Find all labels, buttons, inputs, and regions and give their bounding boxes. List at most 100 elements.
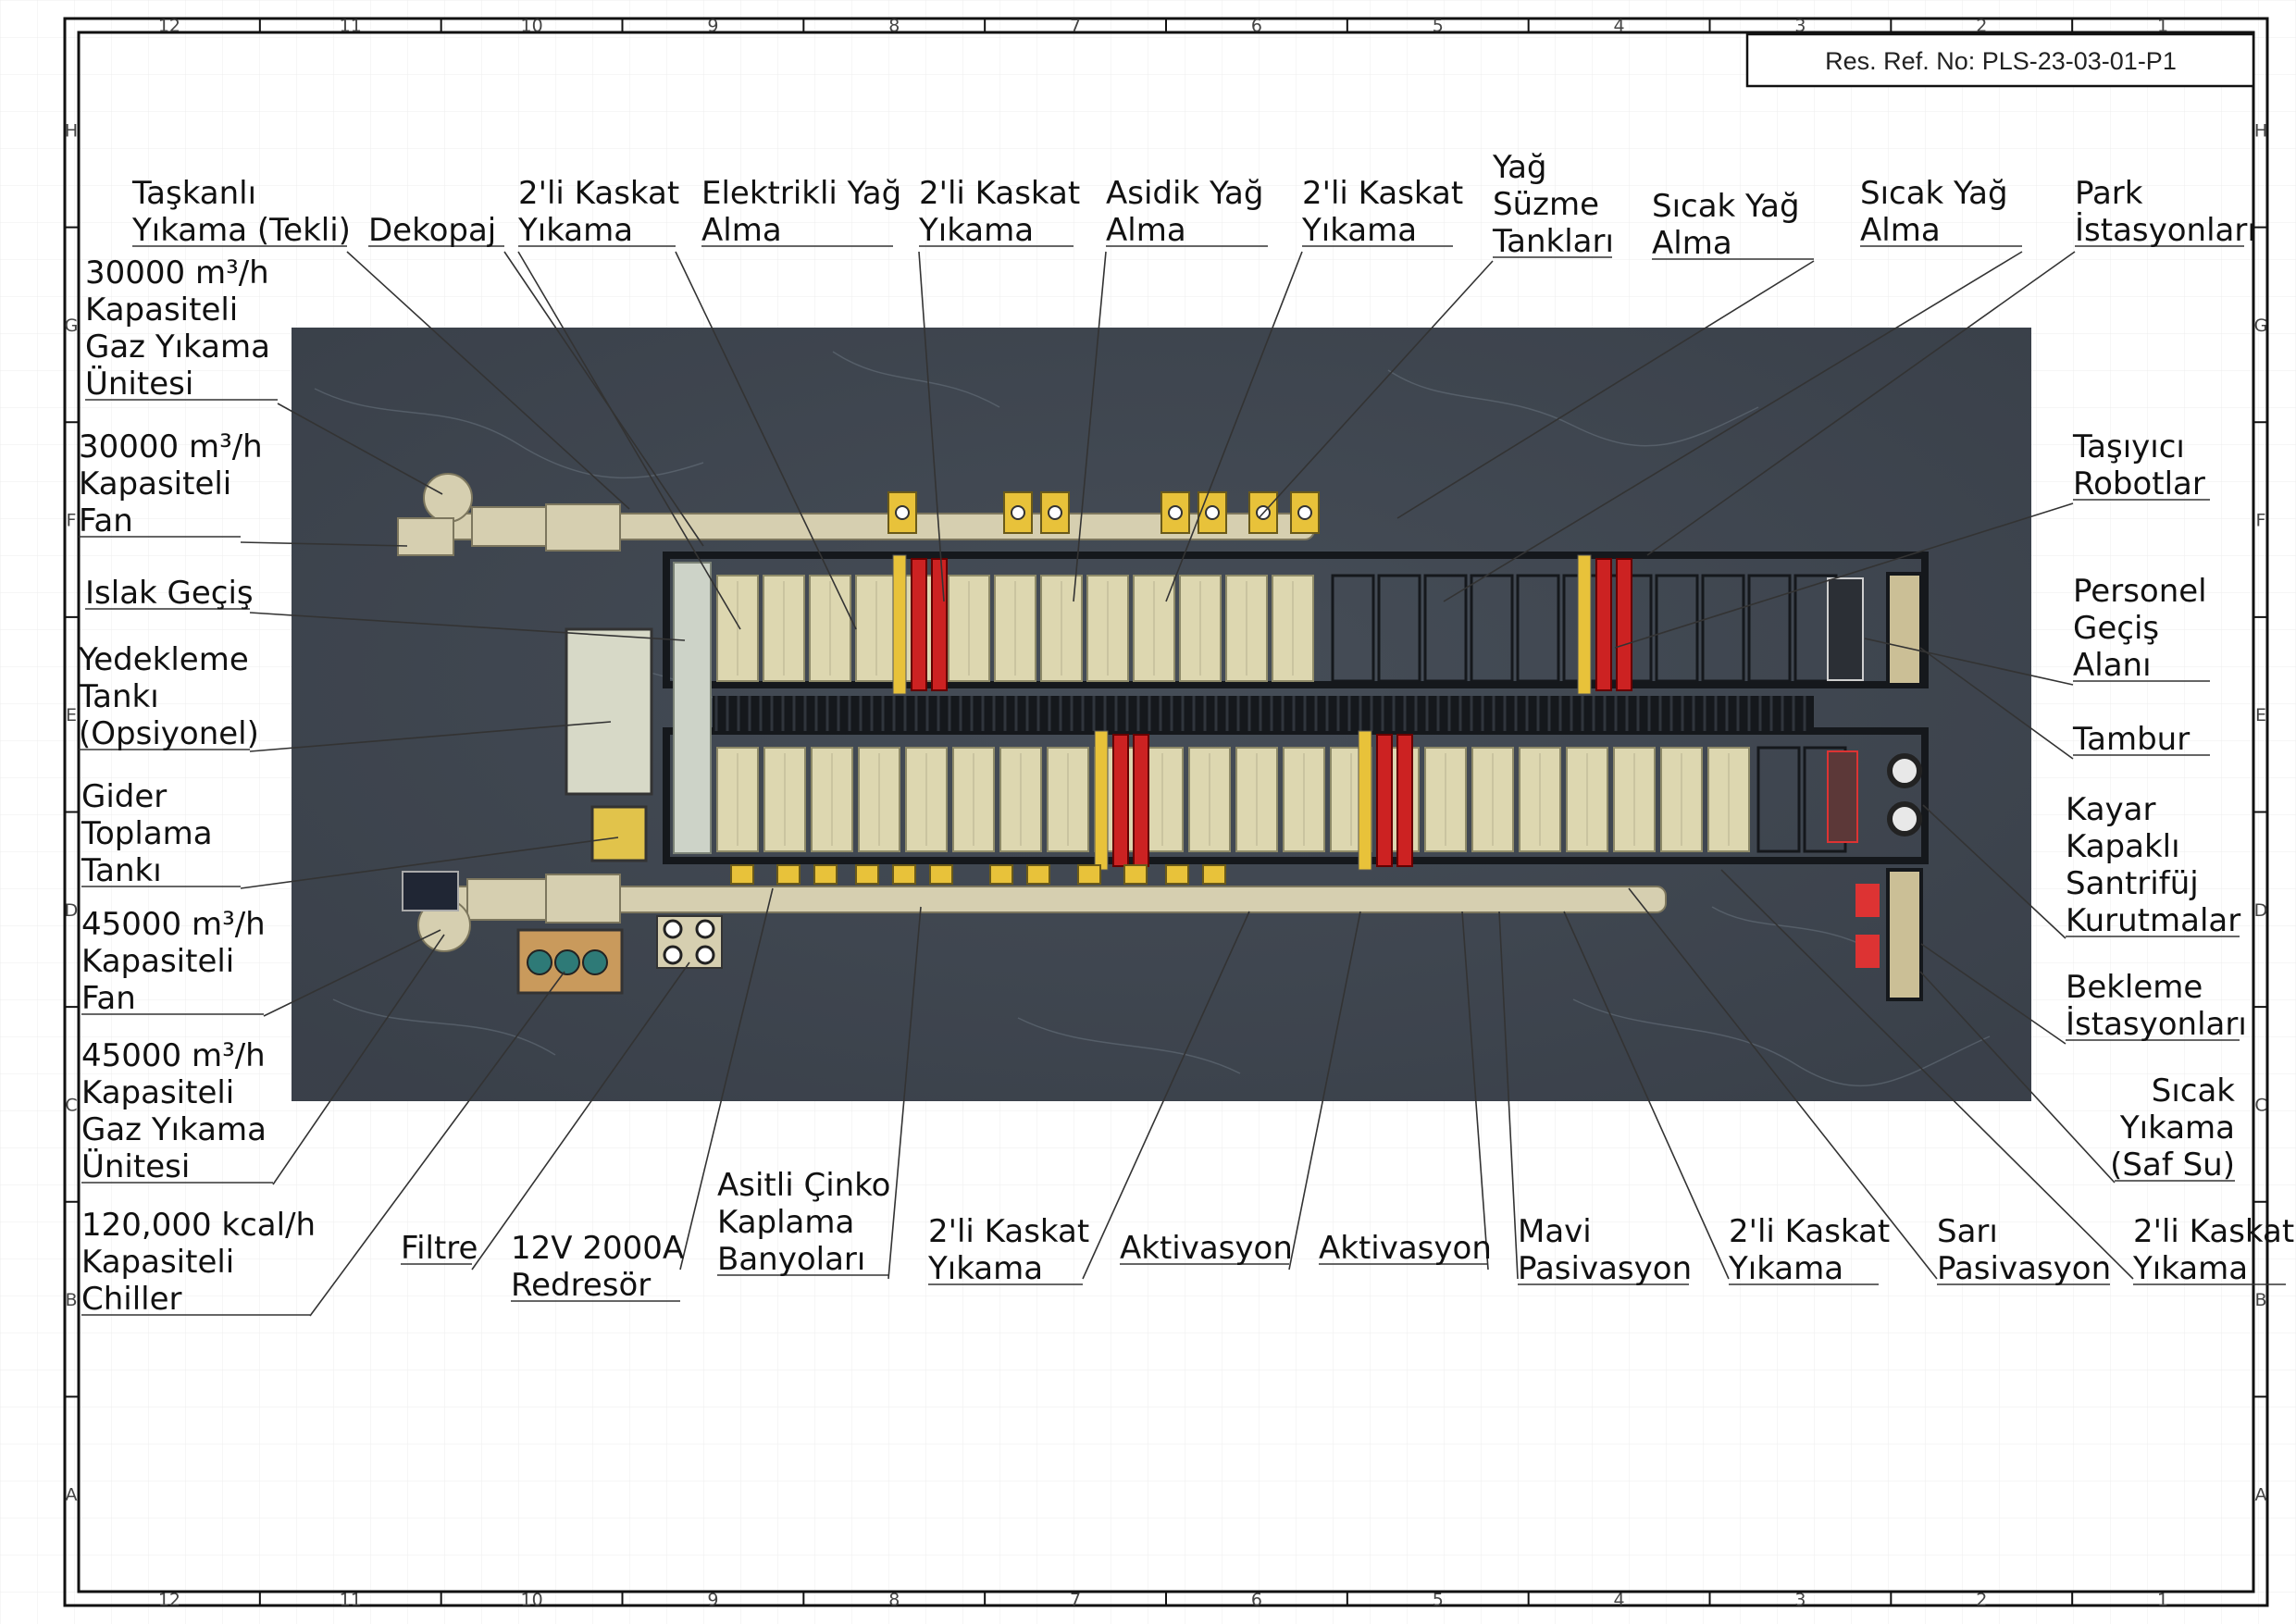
rectifier-unit xyxy=(1202,864,1226,885)
callout-label-line: Pasivasyon xyxy=(1937,1250,2111,1287)
zone-row-A-right: A xyxy=(2255,1485,2267,1506)
callout-leader xyxy=(1082,911,1250,1280)
callout-label-line: Park xyxy=(2075,175,2143,212)
callout-leader xyxy=(346,251,630,510)
callout-leader xyxy=(1165,251,1303,602)
park-station xyxy=(1470,574,1514,683)
callout-label-line: Fan xyxy=(81,980,136,1017)
callout-leader xyxy=(309,971,565,1317)
callout-label-line: 30000 m³/h xyxy=(79,428,263,465)
callout-leader xyxy=(675,251,857,630)
waiting-stations-column xyxy=(1886,868,1923,1001)
zone-column-7-bottom: 7 xyxy=(1070,1590,1081,1610)
zone-column-7-top: 7 xyxy=(1070,16,1081,36)
callout-label-line: Yıkama (Tekli) xyxy=(131,212,351,249)
callout-label-line: Dekopaj xyxy=(368,212,496,249)
personnel-passage-area xyxy=(1827,577,1864,681)
zone-column-2-bottom: 2 xyxy=(1976,1590,1987,1610)
park-station xyxy=(1423,574,1468,683)
oil-filter-tank xyxy=(1290,491,1320,534)
rectifier-unit xyxy=(892,864,916,885)
park-station xyxy=(1516,574,1560,683)
callout-label-line: 2'li Kaskat xyxy=(2133,1213,2294,1250)
callout-leader xyxy=(1258,260,1494,519)
callout-leader xyxy=(1396,260,1815,519)
callout-label-line: Yıkama xyxy=(2119,1110,2235,1147)
callout-leader xyxy=(1073,251,1107,602)
rectifier-unit xyxy=(929,864,953,885)
callout-label-line: Tambur xyxy=(2072,721,2190,758)
park-station xyxy=(1377,574,1421,683)
park-station xyxy=(1747,574,1792,683)
carrier-robots xyxy=(892,554,1632,871)
zone-column-9-top: 9 xyxy=(707,16,718,36)
callout-label-line: Ünitesi xyxy=(81,1147,190,1185)
callout-label-line: Ünitesi xyxy=(85,365,193,403)
zone-column-8-top: 8 xyxy=(888,16,900,36)
equipment-layer xyxy=(397,473,1929,1001)
zone-row-C-left: C xyxy=(65,1095,77,1115)
lower-exhaust-duct xyxy=(443,886,1667,913)
callout-label-line: Yağ xyxy=(1492,149,1547,186)
drain-collection-tank xyxy=(590,805,648,862)
zone-column-6-bottom: 6 xyxy=(1251,1590,1262,1610)
zone-column-3-bottom: 3 xyxy=(1794,1590,1806,1610)
zone-column-11-bottom: 11 xyxy=(340,1590,362,1610)
callout-label-line: Alma xyxy=(1860,212,1941,249)
callout-label-line: 2'li Kaskat xyxy=(1302,175,1463,212)
callout-label-line: 45000 m³/h xyxy=(81,1037,266,1074)
callout-label-line: Toplama xyxy=(81,815,213,852)
callout-leader xyxy=(1628,887,1938,1280)
zone-row-E-left: E xyxy=(66,705,77,725)
callout-leader xyxy=(503,251,704,547)
callout-label-line: Islak Geçiş xyxy=(85,575,254,612)
rectifier-unit xyxy=(1123,864,1148,885)
callout-leader xyxy=(1720,869,2134,1280)
zone-row-F-right: F xyxy=(2256,511,2266,531)
lower-fan-housing xyxy=(545,874,621,924)
lower-fan xyxy=(402,871,459,911)
rectifier-unit xyxy=(1165,864,1189,885)
callout-label-line: Robotlar xyxy=(2073,465,2205,502)
callout-leader xyxy=(1646,251,2076,556)
carrier-robot-arm xyxy=(1133,734,1149,867)
callout-label-line: Yıkama xyxy=(1728,1250,1843,1287)
zone-column-4-bottom: 4 xyxy=(1614,1590,1625,1610)
callout-leader xyxy=(272,934,445,1185)
callout-label-line: Alma xyxy=(1106,212,1186,249)
callout-label-line: Kapasiteli xyxy=(85,291,238,329)
callout-label-line: Taşkanlı xyxy=(131,175,256,212)
backup-tank xyxy=(565,627,653,796)
callout-label-line: Gaz Yıkama xyxy=(85,329,270,366)
callout-label-line: Yıkama xyxy=(918,212,1034,249)
callout-label-line: Kaplama xyxy=(717,1204,854,1241)
callout-label-line: Kapaklı xyxy=(2066,828,2180,865)
callout-leader xyxy=(1461,911,1489,1271)
zone-column-11-top: 11 xyxy=(340,16,362,36)
chiller-fan-2 xyxy=(554,949,580,975)
waiting-station-1 xyxy=(1855,884,1880,917)
callout-label-line: Bekleme xyxy=(2066,969,2203,1006)
oil-filter-tanks xyxy=(887,491,1320,534)
zone-column-10-top: 10 xyxy=(520,16,542,36)
callout-leader xyxy=(1443,251,2023,602)
callout-label-line: Taşıyıcı xyxy=(2072,428,2185,465)
drum-unit xyxy=(1886,572,1923,687)
zone-column-12-top: 12 xyxy=(158,16,180,36)
callout-label-line: Filtre xyxy=(401,1230,478,1267)
callout-label-line: Elektrikli Yağ xyxy=(701,175,901,212)
callout-label-line: Sıcak Yağ xyxy=(1860,175,2008,212)
callout-leader xyxy=(1498,911,1519,1280)
callout-label-line: Redresör xyxy=(511,1267,651,1304)
callout-label-line: İstasyonları xyxy=(2075,212,2256,249)
carrier-robot xyxy=(1376,734,1393,867)
callout-leader xyxy=(1563,911,1730,1280)
zone-column-6-top: 6 xyxy=(1251,16,1262,36)
callout-leader xyxy=(263,929,441,1017)
callout-label-line: Sıcak xyxy=(2152,1072,2236,1110)
waiting-station-2 xyxy=(1855,935,1880,968)
callout-leader xyxy=(1614,502,2074,649)
callout-label-line: Süzme xyxy=(1493,186,1599,223)
upper-duct-reducer xyxy=(471,506,556,547)
upper-line-frame xyxy=(663,552,1929,688)
